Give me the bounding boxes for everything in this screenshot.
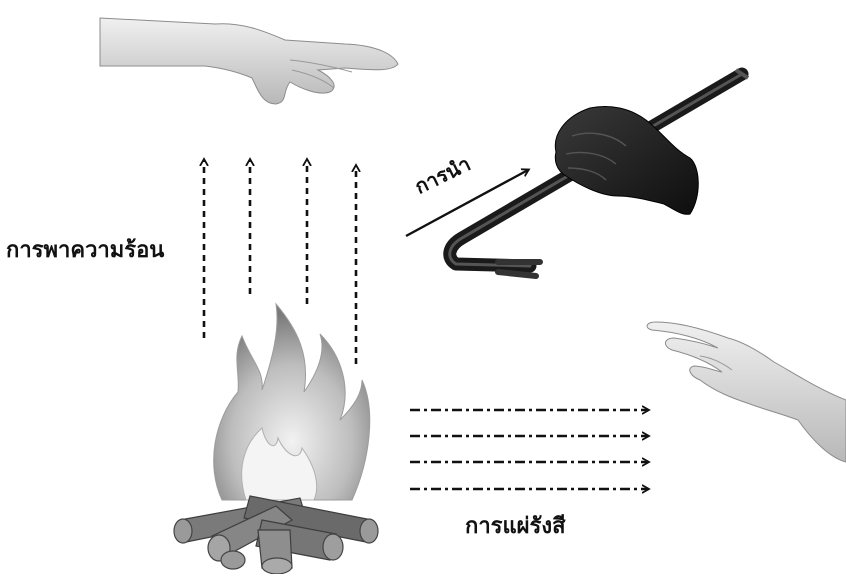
campfire-icon [174, 304, 378, 574]
convection-label: การพาความร้อน [6, 232, 164, 267]
gloved-hand-icon [555, 107, 698, 215]
side-hand-icon [647, 322, 846, 462]
top-hand-icon [100, 18, 398, 104]
radiation-arrows [410, 410, 648, 489]
radiation-label: การแผ่รังสี [465, 508, 566, 543]
firewood-logs [174, 496, 378, 574]
